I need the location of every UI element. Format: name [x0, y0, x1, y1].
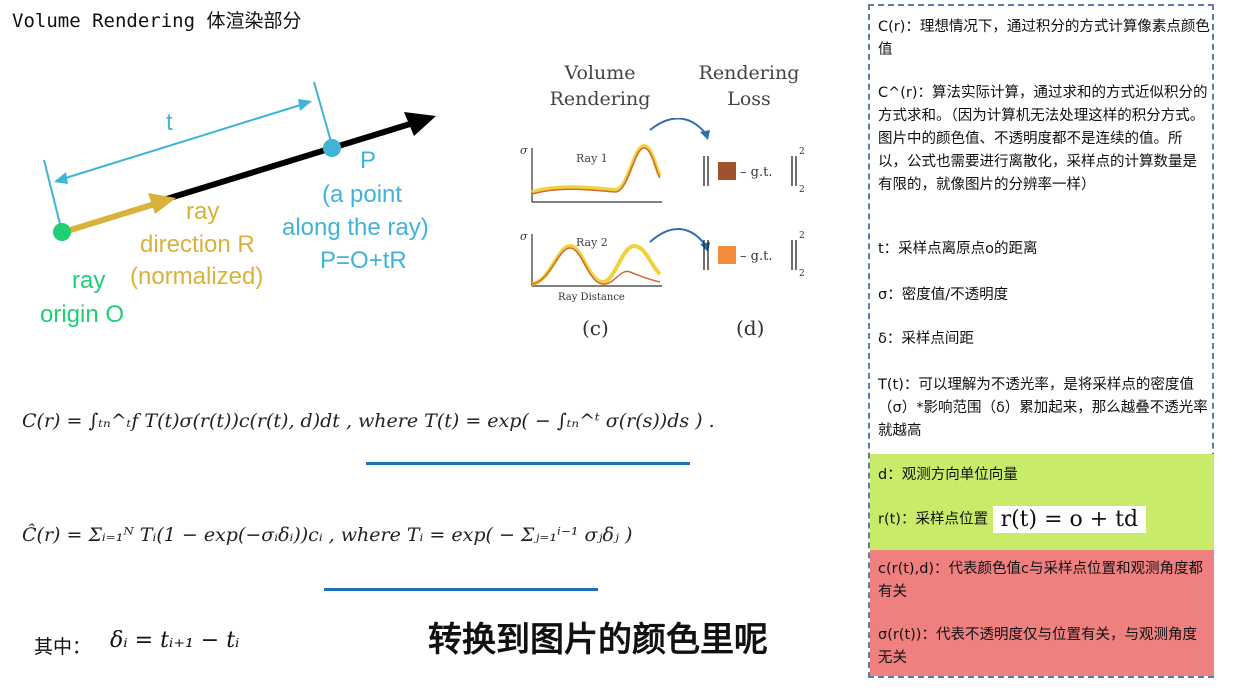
plot1-weight-curve [531, 147, 661, 195]
direction-arrow-head [148, 193, 176, 214]
note-t: t：采样点离原点o的距离 [878, 241, 1038, 257]
equation2-underline [324, 588, 598, 591]
plot2-ray-label: Ray 2 [576, 236, 608, 249]
point-p [323, 139, 341, 157]
note-c-r: C(r)：理想情况下，通过积分的方式计算像素点颜色值 [878, 19, 1210, 58]
notes-panel: C(r)：理想情况下，通过积分的方式计算像素点颜色值 C^(r)：算法实际计算，… [868, 4, 1214, 678]
a-point-label: (a point [322, 181, 402, 208]
loss1-sup: 2 [799, 147, 805, 157]
ray-diagram: t ray direction R (normalized) P (a poin… [40, 81, 436, 328]
loss1-color-box [718, 162, 736, 180]
ray-line [159, 121, 411, 204]
note-delta: δ：采样点间距 [878, 331, 974, 347]
plot2-sigma: σ [520, 230, 528, 243]
along-label: along the ray) [282, 214, 429, 241]
t-arrow-head-right [298, 99, 312, 111]
figure-head-d-line2: Loss [727, 88, 771, 110]
note-d: d：观测方向单位向量 [878, 467, 1018, 483]
t-arrow-line [55, 101, 311, 182]
loss1-gt: g.t. [751, 165, 773, 180]
plot1-sigma: σ [520, 144, 528, 157]
page-title: Volume Rendering 体渲染部分 [12, 10, 302, 32]
origin-tick-line [43, 159, 63, 233]
origin-label: origin O [40, 301, 124, 328]
loss2-minus-gt: – g.t. [740, 249, 772, 264]
plot2-ray-distance: Ray Distance [558, 292, 625, 303]
green-highlight-box: d：观测方向单位向量 r(t)：采样点位置 r(t) = o + td [870, 454, 1214, 550]
loss2-sup: 2 [799, 231, 805, 241]
figure-head-c: Volume Rendering [540, 60, 660, 112]
loss2-gt: g.t. [751, 249, 773, 264]
figure-head-d-line1: Rendering [698, 62, 800, 84]
figure-label-c: (c) [582, 316, 609, 340]
p-label: P [360, 147, 376, 174]
loss2-sub: 2 [799, 269, 805, 279]
origin-ray-label: ray [72, 267, 105, 294]
equation-continuous: C(r) = ∫ₜₙ^ₜf T(t)σ(r(t))c(r(t), d)dt , … [22, 410, 715, 432]
direction-vector-line [63, 200, 159, 235]
origin-point [53, 223, 71, 241]
note-c-hat-r: C^(r)：算法实际计算，通过求和的方式近似积分的方式求和。（因为计算机无法处理… [878, 85, 1208, 193]
note-r-t-label: r(t)：采样点位置 [878, 511, 988, 528]
figure-head-c-line1: Volume [564, 62, 636, 84]
plot2-density-curve [531, 243, 662, 286]
ray-label: ray [186, 198, 219, 225]
loss2-color-box [718, 246, 736, 264]
equation-discrete: Ĉ(r) = Σᵢ₌₁ᴺ Tᵢ(1 − exp(−σᵢδᵢ))cᵢ , wher… [22, 524, 633, 546]
plot1-ray-label: Ray 1 [576, 152, 608, 165]
red-highlight-box: c(r(t),d)：代表颜色值c与采样点位置和观测角度都有关 σ(r(t))：代… [870, 550, 1214, 676]
delta-equation: δᵢ = tᵢ₊₁ − tᵢ [110, 628, 240, 653]
plot1-arrow-head [700, 130, 710, 140]
qizhong-label: 其中： [34, 636, 92, 658]
plot1-arrow-curve [649, 118, 707, 135]
t-arrow-head-left [54, 172, 68, 184]
figure-head-c-line2: Rendering [549, 88, 651, 110]
figure-head-d: Rendering Loss [686, 60, 812, 112]
ray-arrow-head [404, 112, 436, 136]
p-eq-label: P=O+tR [320, 247, 407, 274]
note-transmittance: T(t)：可以理解为不透光率，是将采样点的密度值（σ）*影响范围（δ）累加起来，… [878, 377, 1208, 439]
note-sigma: σ：密度值/不透明度 [878, 287, 1009, 303]
normalized-label: (normalized) [130, 263, 263, 290]
loss1-minus-gt: – g.t. [740, 165, 772, 180]
r-t-equation: r(t) = o + td [992, 506, 1147, 533]
volume-rendering-figure: σ Ray 1 – g.t. 2 2 σ Ray 2 Ray Distance … [520, 118, 805, 303]
direction-label: direction R [140, 231, 255, 258]
loss1-sub: 2 [799, 185, 805, 195]
note-color-c: c(r(t),d)：代表颜色值c与采样点位置和观测角度都有关 [878, 561, 1204, 600]
equation1-underline [366, 462, 690, 465]
note-r-t: r(t)：采样点位置 r(t) = o + td [878, 506, 1210, 533]
big-note: 转换到图片的颜色里呢 [428, 620, 768, 660]
note-sigma-r: σ(r(t))：代表不透明度仅与位置有关，与观测角度无关 [878, 627, 1197, 666]
figure-label-d: (d) [736, 316, 765, 340]
t-label: t [166, 109, 173, 136]
plot2-arrow-curve [649, 228, 707, 247]
plot2-weight-curve [531, 247, 661, 285]
